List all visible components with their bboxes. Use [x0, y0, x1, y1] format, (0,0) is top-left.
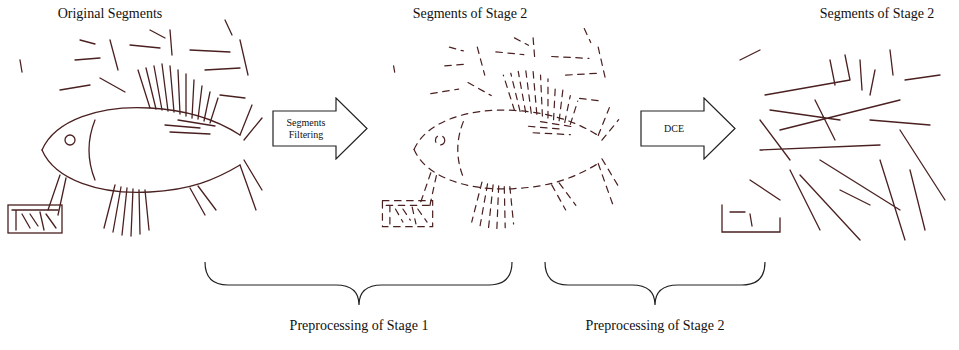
arrow-shape: [640, 97, 736, 160]
bracket-label: Preprocessing of Stage 1: [290, 318, 429, 334]
arrow-text: DCE: [646, 123, 702, 135]
panel-title: Original Segments: [58, 6, 163, 22]
process-arrow: Segments Filtering: [272, 97, 368, 160]
panel-title: Segments of Stage 2: [413, 6, 528, 22]
process-arrow: DCE: [640, 97, 736, 160]
panel-title: Segments of Stage 2: [820, 6, 935, 22]
bracket-label: Preprocessing of Stage 2: [586, 318, 725, 334]
arrow-text: Segments Filtering: [278, 117, 334, 141]
